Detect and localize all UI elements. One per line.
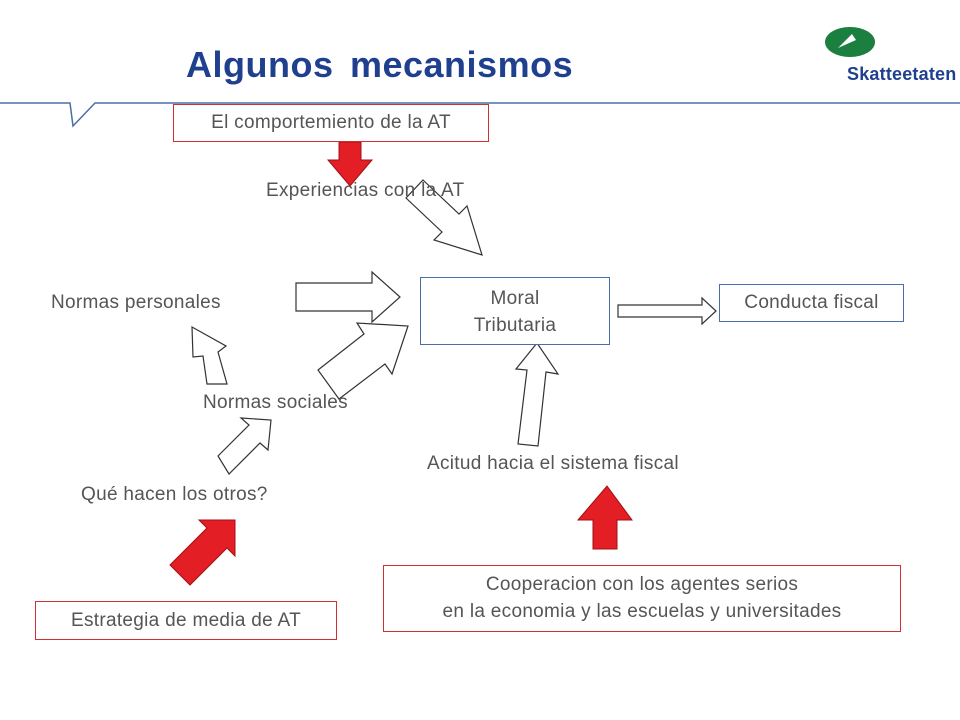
cooperacion-box: Cooperacion con los agentes serios en la… — [383, 565, 901, 632]
skatteetaten-logo-icon — [825, 27, 875, 57]
arrow-moral-to-conducta — [617, 296, 717, 326]
que-hacen-label: Qué hacen los otros? — [81, 484, 268, 505]
estrategia-media-box: Estrategia de media de AT — [35, 601, 337, 640]
conducta-fiscal-box: Conducta fiscal — [719, 284, 904, 322]
experiencias-label: Experiencias con la AT — [266, 180, 465, 201]
arrow-sociales-to-personales — [191, 325, 228, 385]
actitud-label: Acitud hacia el sistema fiscal — [427, 453, 679, 474]
red-arrow-cooperacion — [576, 485, 633, 550]
arrow-normas-sociales-to-moral — [317, 322, 409, 400]
cooperacion-line2: en la economia y las escuelas y universi… — [442, 601, 842, 622]
moral-line2: Tributaria — [473, 315, 557, 336]
arrow-actitud-to-moral — [514, 341, 560, 447]
arrow-experiencias-to-moral — [405, 179, 483, 256]
moral-line1: Moral — [490, 288, 540, 309]
page-title: Algunos mecanismos — [186, 44, 574, 85]
moral-tributaria-box: Moral Tributaria — [420, 277, 610, 345]
normas-personales-label: Normas personales — [51, 292, 221, 313]
comportamiento-at-box: El comportemiento de la AT — [173, 104, 489, 142]
red-arrow-down — [326, 141, 374, 187]
normas-sociales-label: Normas sociales — [203, 392, 348, 413]
arrow-normas-personales-to-moral — [295, 270, 401, 324]
red-arrow-estrategia — [169, 519, 236, 586]
logo-text: Skatteetaten — [847, 64, 957, 84]
arrow-que-hacen-to-sociales — [217, 417, 272, 475]
cooperacion-line1: Cooperacion con los agentes serios — [485, 574, 799, 595]
